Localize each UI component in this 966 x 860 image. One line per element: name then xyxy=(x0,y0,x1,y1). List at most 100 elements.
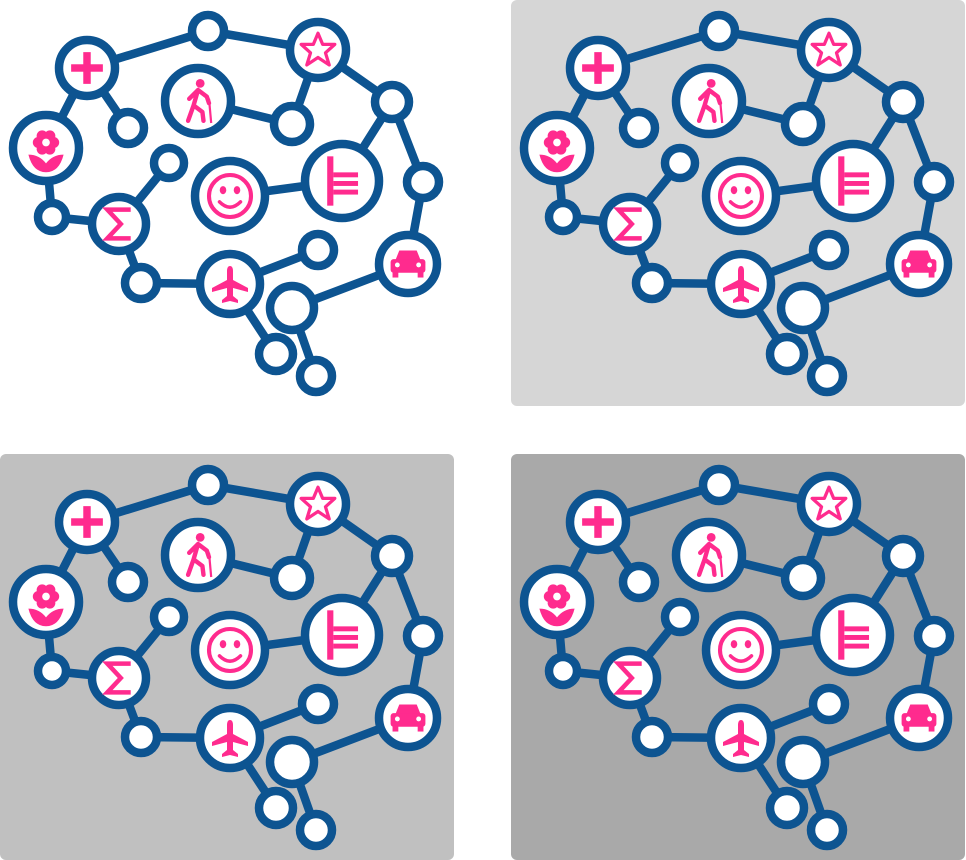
smiley-node xyxy=(701,156,781,236)
network-node xyxy=(120,716,162,758)
network-node xyxy=(297,229,339,271)
car-node xyxy=(885,684,953,752)
network-node xyxy=(370,534,414,578)
plus-icon xyxy=(71,52,103,84)
network-node xyxy=(295,355,337,397)
panel-light-gray-background xyxy=(511,0,965,406)
network-node xyxy=(776,281,830,335)
network-node xyxy=(660,143,700,183)
flower-icon xyxy=(539,584,575,627)
network-node xyxy=(806,809,848,851)
brain-network-diagram xyxy=(519,464,955,851)
network-node xyxy=(808,229,850,271)
star-icon xyxy=(299,485,337,521)
airplane-node xyxy=(195,703,265,773)
flower-node xyxy=(8,564,84,640)
star-node xyxy=(285,471,351,537)
walking-person-icon xyxy=(696,533,724,578)
plus-node xyxy=(54,489,120,555)
network-nodes xyxy=(8,464,444,851)
flower-icon xyxy=(539,130,575,173)
smiley-node xyxy=(701,610,781,690)
airplane-node xyxy=(706,249,776,319)
network-node xyxy=(187,10,229,52)
network-node xyxy=(544,198,582,236)
plus-icon xyxy=(582,52,614,84)
network-node xyxy=(269,555,315,601)
network-node xyxy=(120,262,162,304)
brain-network-diagram xyxy=(8,464,444,851)
bar-chart-icon xyxy=(327,610,359,660)
network-node xyxy=(698,464,740,506)
plus-node xyxy=(565,489,631,555)
network-node xyxy=(33,198,71,236)
airplane-icon xyxy=(723,720,759,757)
network-node xyxy=(33,652,71,690)
star-icon xyxy=(810,31,848,67)
airplane-icon xyxy=(212,266,248,303)
walking-person-icon xyxy=(185,79,213,124)
sigma-node xyxy=(87,646,151,710)
network-node xyxy=(808,683,850,725)
network-node xyxy=(265,735,319,789)
plus-icon xyxy=(582,506,614,538)
network-node xyxy=(149,143,189,183)
car-icon xyxy=(901,250,937,278)
network-node xyxy=(402,161,444,203)
network-node xyxy=(265,281,319,335)
walking-person-node xyxy=(160,517,236,593)
flower-node xyxy=(8,110,84,186)
walking-person-node xyxy=(160,63,236,139)
brain-network-diagram xyxy=(8,10,444,397)
network-node xyxy=(107,107,149,149)
plus-node xyxy=(54,35,120,101)
smiley-icon xyxy=(717,626,765,674)
bar-chart-node xyxy=(811,139,895,223)
network-node xyxy=(780,555,826,601)
smiley-node xyxy=(190,156,270,236)
airplane-node xyxy=(706,703,776,773)
airplane-icon xyxy=(723,266,759,303)
network-node xyxy=(618,107,660,149)
network-node xyxy=(618,561,660,603)
star-node xyxy=(796,471,862,537)
network-node xyxy=(780,101,826,147)
plus-node xyxy=(565,35,631,101)
bar-chart-icon xyxy=(838,156,870,206)
panel-dark-gray-background xyxy=(511,454,965,860)
network-node xyxy=(295,809,337,851)
network-node xyxy=(806,355,848,397)
car-icon xyxy=(390,250,426,278)
network-node xyxy=(765,332,809,376)
bar-chart-icon xyxy=(838,610,870,660)
network-node xyxy=(913,615,955,657)
network-nodes xyxy=(8,10,444,397)
network-node xyxy=(370,80,414,124)
panel-medium-gray-background xyxy=(0,454,454,860)
panel-white-background xyxy=(0,0,454,406)
network-node xyxy=(698,10,740,52)
walking-person-node xyxy=(671,63,747,139)
smiley-icon xyxy=(206,626,254,674)
smiley-node xyxy=(190,610,270,690)
sigma-node xyxy=(598,646,662,710)
network-node xyxy=(254,332,298,376)
sigma-icon xyxy=(102,207,131,241)
network-node xyxy=(107,561,149,603)
car-node xyxy=(374,230,442,298)
network-node xyxy=(297,683,339,725)
airplane-node xyxy=(195,249,265,319)
network-nodes xyxy=(519,464,955,851)
network-node xyxy=(187,464,229,506)
flower-node xyxy=(519,564,595,640)
car-node xyxy=(885,230,953,298)
network-nodes xyxy=(519,10,955,397)
flower-icon xyxy=(28,130,64,173)
flower-icon xyxy=(28,584,64,627)
sigma-node xyxy=(598,192,662,256)
network-node xyxy=(269,101,315,147)
network-node xyxy=(660,597,700,637)
sigma-node xyxy=(87,192,151,256)
network-node xyxy=(149,597,189,637)
sigma-icon xyxy=(102,661,131,695)
